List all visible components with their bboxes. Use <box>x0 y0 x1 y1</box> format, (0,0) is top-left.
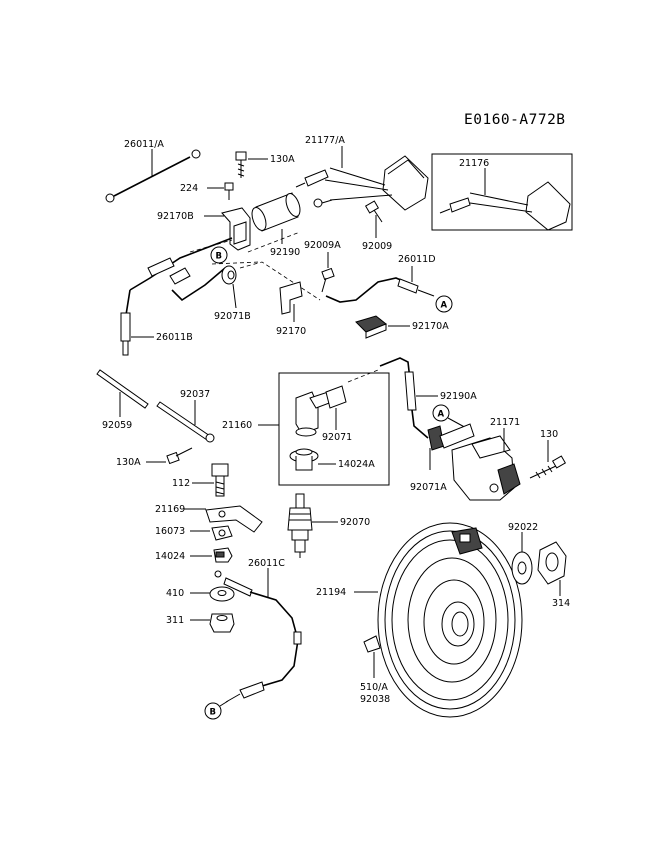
bolt-130a-low <box>166 447 193 465</box>
label-14024: 14024 <box>155 551 185 562</box>
label-130: 130 <box>540 429 558 440</box>
nut-16073 <box>211 525 233 541</box>
ref-circle-b-lower: B <box>204 702 222 720</box>
box-21160 <box>278 372 390 486</box>
grommet-92071b <box>221 265 237 285</box>
label-21160: 21160 <box>222 420 252 431</box>
bracket-92170b <box>221 207 251 251</box>
flywheel-21194 <box>377 522 523 718</box>
label-26011c: 26011C <box>248 558 285 569</box>
svg-text:B: B <box>210 708 216 718</box>
bolt-130 <box>529 455 567 479</box>
lead-26011d <box>325 277 435 303</box>
label-21176: 21176 <box>459 158 489 169</box>
label-21194: 21194 <box>316 587 346 598</box>
rod-92059 <box>96 369 149 409</box>
bolt-92009 <box>364 200 383 223</box>
washer-92022 <box>511 551 533 585</box>
washer-410 <box>209 586 235 602</box>
spark-plug-92070 <box>287 493 313 558</box>
label-92070: 92070 <box>340 517 370 528</box>
label-26011d: 26011D <box>398 254 436 265</box>
ref-circle-a-lower: A <box>432 404 450 422</box>
label-92022: 92022 <box>508 522 538 533</box>
bolt-130a-top <box>235 151 247 178</box>
label-92071a: 92071A <box>410 482 447 493</box>
svg-text:A: A <box>438 410 445 420</box>
label-92037: 92037 <box>180 389 210 400</box>
cylinder-92190 <box>251 192 301 232</box>
svg-text:A: A <box>441 301 448 311</box>
diagram-code: E0160-A772B <box>464 112 566 128</box>
label-314: 314 <box>552 598 570 609</box>
key-510a <box>363 635 381 653</box>
label-130a-top: 130A <box>270 154 295 165</box>
label-16073: 16073 <box>155 526 185 537</box>
clip-92170a <box>355 315 387 339</box>
label-130a-low: 130A <box>116 457 141 468</box>
label-92170b: 92170B <box>157 211 194 222</box>
label-92190a: 92190A <box>440 391 477 402</box>
lead-wires-upper <box>120 237 233 356</box>
label-92190: 92190 <box>270 247 300 258</box>
ref-circle-a-upper: A <box>435 295 453 313</box>
label-92038: 92038 <box>360 694 390 705</box>
wire-26011a <box>105 149 201 203</box>
module-21177a <box>295 155 429 211</box>
label-92071b: 92071B <box>214 311 251 322</box>
label-311: 311 <box>166 615 184 626</box>
label-510a: 510/A <box>360 682 388 693</box>
svg-text:B: B <box>216 252 222 262</box>
screw-224 <box>224 182 234 200</box>
bolt-112 <box>211 463 229 497</box>
ref-circle-b-upper: B <box>210 246 228 264</box>
plug-lead-92190a <box>347 357 429 439</box>
lead-26011c <box>214 570 302 703</box>
label-92009a: 92009A <box>304 240 341 251</box>
label-92170: 92170 <box>276 326 306 337</box>
coil-21171 <box>427 423 521 501</box>
clip-92170 <box>279 281 303 315</box>
label-92071: 92071 <box>322 432 352 443</box>
label-224: 224 <box>180 183 198 194</box>
part-14024 <box>213 547 233 563</box>
label-21171: 21171 <box>490 417 520 428</box>
label-92059: 92059 <box>102 420 132 431</box>
label-14024a: 14024A <box>338 459 375 470</box>
label-21177a: 21177/A <box>305 135 345 146</box>
label-26011b: 26011B <box>156 332 193 343</box>
label-26011a: 26011/A <box>124 139 164 150</box>
label-21169: 21169 <box>155 504 185 515</box>
label-410: 410 <box>166 588 184 599</box>
label-112: 112 <box>172 478 190 489</box>
label-92170a: 92170A <box>412 321 449 332</box>
rod-92037 <box>156 401 215 443</box>
bracket-21169 <box>205 505 263 533</box>
inset-21176 <box>431 153 573 231</box>
nut-314 <box>537 541 567 585</box>
bolt-92009a <box>321 267 335 293</box>
nut-311 <box>209 613 235 633</box>
label-92009: 92009 <box>362 241 392 252</box>
